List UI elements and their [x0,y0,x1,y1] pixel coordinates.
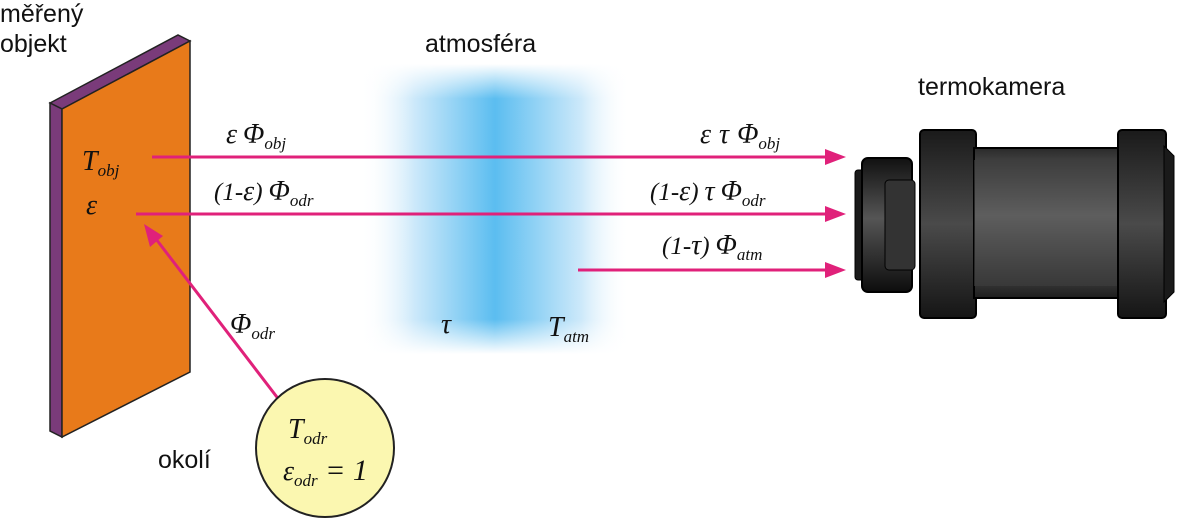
label-reflected-flux-object: (1-ε)Φodr [214,176,314,210]
atmosphere-transmittance: τ [441,309,452,340]
atmosphere-temperature: Tatm [548,312,589,346]
label-atmosphere-flux: (1-τ)Φatm [662,230,762,264]
camera-barrel-shade [974,160,1122,286]
label-surroundings-flux: Φodr [230,309,275,343]
surroundings-circle [255,378,395,518]
arrowhead-object-radiation [825,149,846,165]
atmosphere-band [360,64,630,354]
camera-rear-ring [1117,129,1167,319]
atmosphere-label: atmosféra [425,30,536,58]
radiation-arrows [136,149,846,406]
arrowhead-reflected-radiation [825,206,846,222]
arrowhead-surroundings-to-object [144,224,163,247]
measured-object [48,34,192,439]
object-side-edge [49,101,63,439]
camera-lens-inner [884,179,916,271]
object-temperature: Tobj [82,146,120,180]
surroundings-emissivity: εodr = 1 [283,454,368,490]
camera-front-ring [919,129,977,319]
camera-rear-cap [1163,144,1175,304]
object-label-line2: objekt [0,30,67,58]
object-label-line1: měřený [0,0,84,28]
arrow-surroundings-to-object [154,238,285,406]
camera-label: termokamera [918,73,1065,101]
object-face [61,39,191,439]
arrowhead-atmosphere-radiation [825,262,846,278]
object-emissivity: ε [86,190,97,221]
surroundings-temperature: Todr [288,414,328,448]
surroundings-label: okolí [158,446,211,474]
thermal-camera [854,129,1175,319]
